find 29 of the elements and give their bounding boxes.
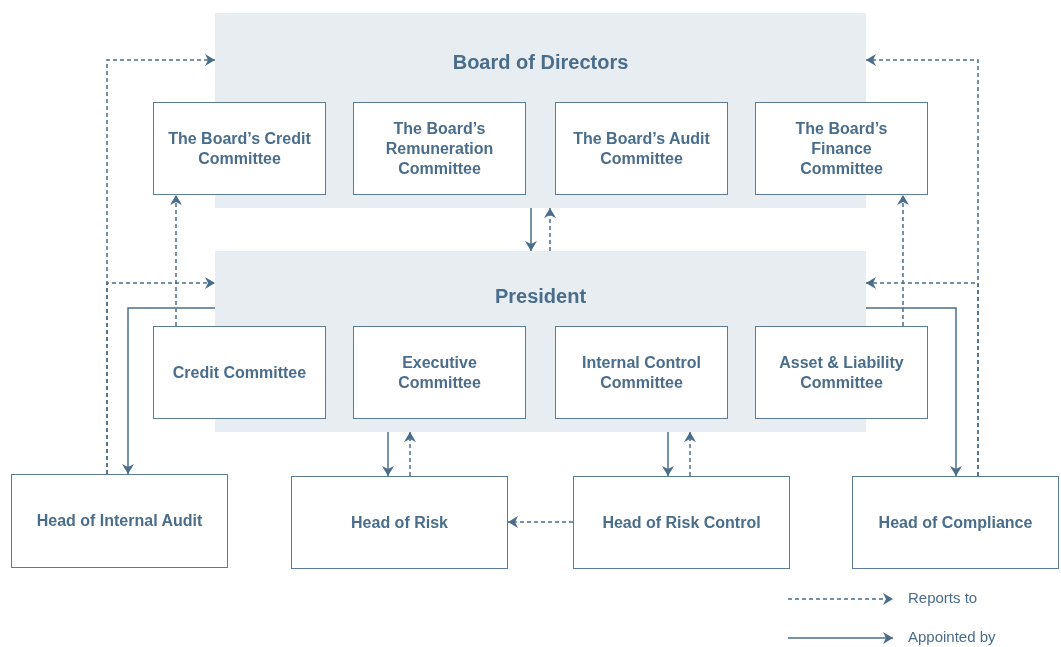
dashed-arrow [684,431,696,477]
org-chart-box: Head of Risk [291,476,508,569]
arrow [865,307,962,477]
dashed-arrow [106,277,216,475]
org-chart-box: The Board’s Audit Committee [555,102,728,195]
dashed-arrow [404,431,416,477]
org-chart-box: The Board’s Credit Committee [153,102,326,195]
arrow [525,207,537,252]
dashed-arrow [897,194,909,327]
dashed-arrow [544,207,556,252]
group-title: President [493,285,588,308]
org-chart-box: The Board’s Finance Committee [755,102,928,195]
dashed-arrow [170,194,182,327]
legend-label: Reports to [908,589,978,606]
org-chart-box: Credit Committee [153,326,326,419]
arrow [662,431,674,477]
org-chart-box: Internal Control Committee [555,326,728,419]
dashed-arrow [865,277,979,477]
arrow [382,431,394,477]
group-title: Board of Directors [451,51,630,74]
org-chart-box: The Board’s Remuneration Committee [353,102,526,195]
org-chart-box: Asset & Liability Committee [755,326,928,419]
arrow [122,307,216,475]
org-chart-box: Executive Committee [353,326,526,419]
org-chart-box: Head of Internal Audit [11,474,228,568]
org-chart-box: Head of Risk Control [573,476,790,569]
dashed-arrow [507,516,574,528]
org-chart-box: Head of Compliance [852,476,1059,569]
legend-label: Appointed by [908,628,996,645]
